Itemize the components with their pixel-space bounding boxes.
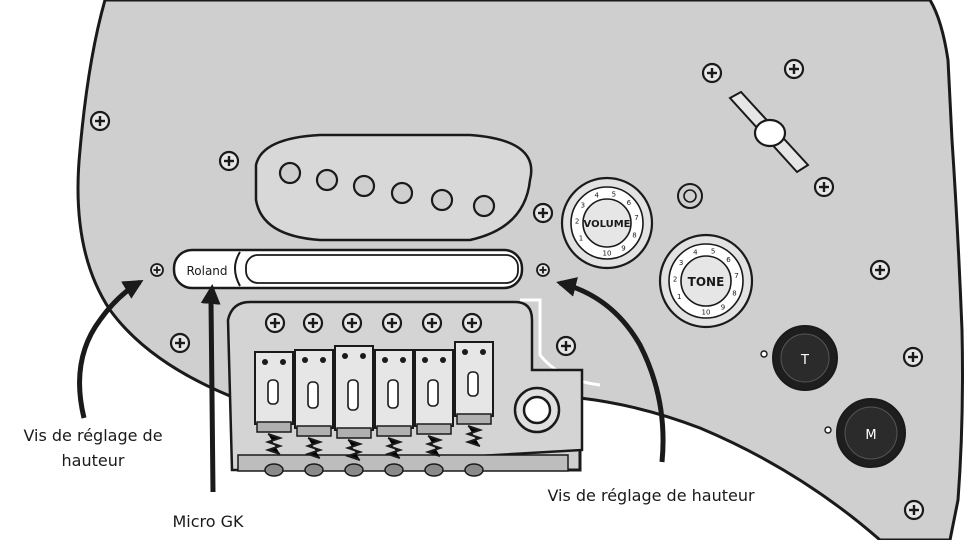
pickguard-screw-icon — [783, 58, 805, 80]
pickguard-screw-icon — [169, 332, 191, 354]
height-screw-right-icon — [536, 263, 550, 277]
dial-number: 1 — [579, 234, 583, 242]
dial-number: 5 — [612, 190, 616, 198]
single-coil-pickup — [254, 133, 533, 242]
jack-m-label: M — [865, 428, 876, 443]
pickguard-screw-icon — [903, 499, 925, 521]
dial-number: 2 — [575, 218, 579, 226]
pickguard-screw-icon — [869, 259, 891, 281]
dial-number: 7 — [634, 214, 638, 222]
pole-piece — [390, 181, 414, 205]
pole-piece — [472, 194, 496, 218]
volume-knob-label: VOLUME — [584, 219, 631, 230]
dial-number: 5 — [711, 247, 715, 255]
pickguard-screw-icon — [701, 62, 723, 84]
dial-number: 9 — [621, 245, 625, 253]
dial-number: 2 — [673, 276, 677, 284]
dial-number: 9 — [721, 303, 725, 311]
pickguard-screw-icon — [89, 110, 111, 132]
height-screw-callout-left: Vis de réglage de hauteur — [4, 424, 182, 474]
bridge — [226, 300, 584, 477]
callout-line: Vis de réglage de — [23, 426, 163, 445]
dial-number: 1 — [677, 293, 681, 301]
pickguard-screw-icon — [813, 176, 835, 198]
pickguard-screw-icon — [555, 335, 577, 357]
dial-number: 4 — [693, 248, 698, 256]
saddle-6 — [454, 341, 494, 425]
pole-piece — [352, 174, 376, 198]
saddle-3 — [334, 345, 374, 439]
saddle-1 — [254, 351, 294, 433]
arrow-middle-icon — [200, 284, 221, 493]
dial-number: 4 — [594, 191, 599, 199]
dial-number: 6 — [627, 199, 632, 207]
pickguard-screw-icon — [218, 150, 240, 172]
pickup-selector-switch — [728, 90, 810, 174]
height-screw-left-icon — [150, 263, 164, 277]
dial-number: 7 — [734, 272, 738, 280]
pole-piece — [278, 161, 302, 185]
dial-number: 6 — [726, 256, 731, 264]
gk-pickup: Roland — [172, 248, 524, 290]
pickguard-screw-icon — [532, 202, 554, 224]
arrow-left-icon — [77, 279, 144, 419]
dial-number: 10 — [603, 249, 612, 257]
dial-number: 8 — [632, 231, 636, 239]
pole-piece — [430, 188, 454, 212]
gk-pickup-callout: Micro GK — [172, 512, 244, 531]
tone-knob-label: TONE — [688, 275, 725, 289]
saddle-5 — [414, 349, 454, 435]
pole-piece — [315, 168, 339, 192]
dial-number: 3 — [679, 259, 683, 267]
height-screw-callout-right: Vis de réglage de hauteur — [547, 486, 755, 505]
callout-line: hauteur — [61, 450, 125, 470]
gk-pickup-brand: Roland — [186, 264, 227, 278]
pickguard-screw-icon — [902, 346, 924, 368]
dial-number: 10 — [702, 308, 711, 316]
dial-number: 3 — [581, 202, 585, 210]
arrow-right-icon — [556, 277, 666, 463]
saddle-2 — [294, 349, 334, 437]
saddle-4 — [374, 349, 414, 437]
dial-number: 8 — [732, 290, 736, 298]
jack-t: T — [760, 325, 838, 391]
jack-t-label: T — [800, 353, 809, 368]
jack-m: M — [824, 398, 906, 468]
